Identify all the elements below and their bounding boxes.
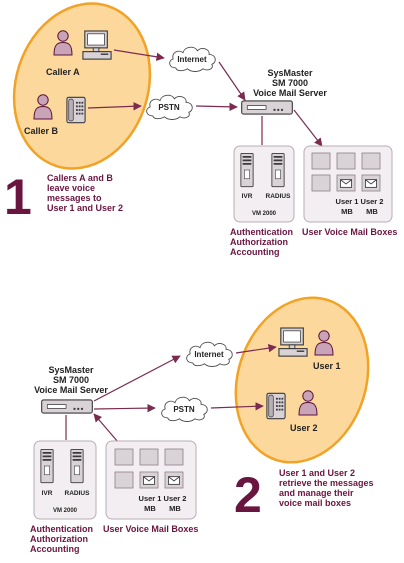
top-pstn-label: PSTN (158, 103, 180, 112)
top-arrow-b-pstn (87, 102, 142, 111)
bottom-user2-mb-line1: User 2 (164, 494, 187, 503)
user-1-label: User 1 (313, 361, 341, 371)
bottom-ivr-label: IVR (42, 490, 53, 497)
top-ivr-server-icon (240, 152, 254, 188)
step-2-text-line4: voice mail boxes (279, 498, 351, 508)
top-arrow-server-mailbox (293, 109, 323, 147)
caller-a-label: Caller A (46, 67, 80, 77)
bottom-mailbox-slot (164, 448, 184, 466)
top-mailbox-slot (361, 152, 381, 170)
top-mailbox-slot (336, 152, 356, 170)
bottom-mailbox-slot (114, 448, 134, 466)
bottom-arrow-mailbox-server (93, 413, 119, 443)
step-2-text-line2: retrieve the messages (279, 478, 374, 488)
bottom-internet-label: Internet (194, 350, 224, 359)
bottom-aaa-line1: Authentication (30, 524, 93, 534)
step-1-text-line4: User 1 and User 2 (47, 203, 123, 213)
bottom-aaa-line3: Accounting (30, 544, 80, 554)
top-server-desc: Voice Mail Server (253, 88, 327, 98)
bottom-aaa-line2: Authorization (30, 534, 88, 544)
top-server-icon (241, 100, 293, 115)
top-user2-mb-line2: MB (366, 207, 378, 216)
top-aaa-line1: Authentication (230, 227, 293, 237)
top-internet-label: Internet (177, 55, 207, 64)
bottom-arrow-server-pstn (93, 403, 156, 413)
bottom-arrow-internet-user1 (235, 343, 277, 354)
users-oval (234, 296, 370, 464)
bottom-ivr-server-icon (40, 448, 54, 484)
top-server-model: SM 7000 (272, 78, 308, 88)
top-user1-envelope-icon (340, 179, 352, 188)
bottom-mailbox-slot (114, 471, 134, 489)
user-2-label: User 2 (290, 423, 318, 433)
bottom-arrow-pstn-user2 (210, 402, 264, 411)
top-aaa-line2: Authorization (230, 237, 288, 247)
step-2-text-line1: User 1 and User 2 (279, 468, 355, 478)
user-1-computer-icon (278, 327, 308, 357)
bottom-section: User 1 User 2 Internet PSTN SysMaster SM… (30, 296, 374, 554)
caller-b-label: Caller B (24, 126, 59, 136)
step-1-text-line1: Callers A and B (47, 173, 113, 183)
bottom-server-model: SM 7000 (53, 375, 89, 385)
top-arrow-a-internet (113, 49, 165, 61)
bottom-user1-envelope-icon (143, 476, 155, 485)
bottom-server-icon (41, 399, 93, 414)
caller-a-computer-icon (82, 30, 112, 60)
bottom-mailbox-slot (139, 448, 159, 466)
user-2-phone-icon (266, 392, 286, 420)
top-user2-mb-line1: User 2 (361, 197, 384, 206)
top-mailbox-slot (311, 152, 331, 170)
bottom-user1-mb-line2: MB (144, 504, 156, 513)
top-user1-mb-line1: User 1 (336, 197, 359, 206)
top-mailbox-label: User Voice Mail Boxes (302, 227, 397, 237)
step-1-text-line2: leave voice (47, 183, 95, 193)
step-1-text-line3: messages to (47, 193, 102, 203)
top-server-name: SysMaster (267, 68, 313, 78)
bottom-server-name: SysMaster (48, 365, 94, 375)
bottom-server-desc: Voice Mail Server (34, 385, 108, 395)
step-1-number: 1 (4, 169, 32, 225)
bottom-arrow-server-internet (93, 355, 181, 402)
bottom-mailbox-label: User Voice Mail Boxes (103, 524, 198, 534)
top-radius-label: RADIUS (266, 193, 292, 200)
bottom-radius-label: RADIUS (65, 490, 91, 497)
bottom-user2-envelope-icon (168, 476, 180, 485)
bottom-user1-mb-line1: User 1 (139, 494, 162, 503)
top-vm-label: VM 2000 (252, 211, 277, 217)
callers-oval (12, 2, 152, 170)
bottom-radius-server-icon (70, 448, 84, 484)
top-radius-server-icon (271, 152, 285, 188)
bottom-pstn-label: PSTN (173, 405, 195, 414)
bottom-vm-label: VM 2000 (53, 508, 78, 514)
top-user2-envelope-icon (365, 179, 377, 188)
top-user1-mb-line2: MB (341, 207, 353, 216)
top-arrow-pstn-server (195, 102, 238, 112)
step-2-number: 2 (234, 467, 262, 523)
top-mailbox-grid (311, 152, 381, 192)
top-mailbox-slot (311, 174, 331, 192)
caller-b-phone-icon (66, 96, 86, 124)
top-arrow-internet-server (218, 61, 246, 101)
top-ivr-label: IVR (242, 193, 253, 200)
top-aaa-line3: Accounting (230, 247, 280, 257)
step-2-text-line3: and manage their (279, 488, 354, 498)
bottom-user2-mb-line2: MB (169, 504, 181, 513)
top-section: Caller A Caller B Internet PSTN SysMaste… (4, 2, 397, 257)
